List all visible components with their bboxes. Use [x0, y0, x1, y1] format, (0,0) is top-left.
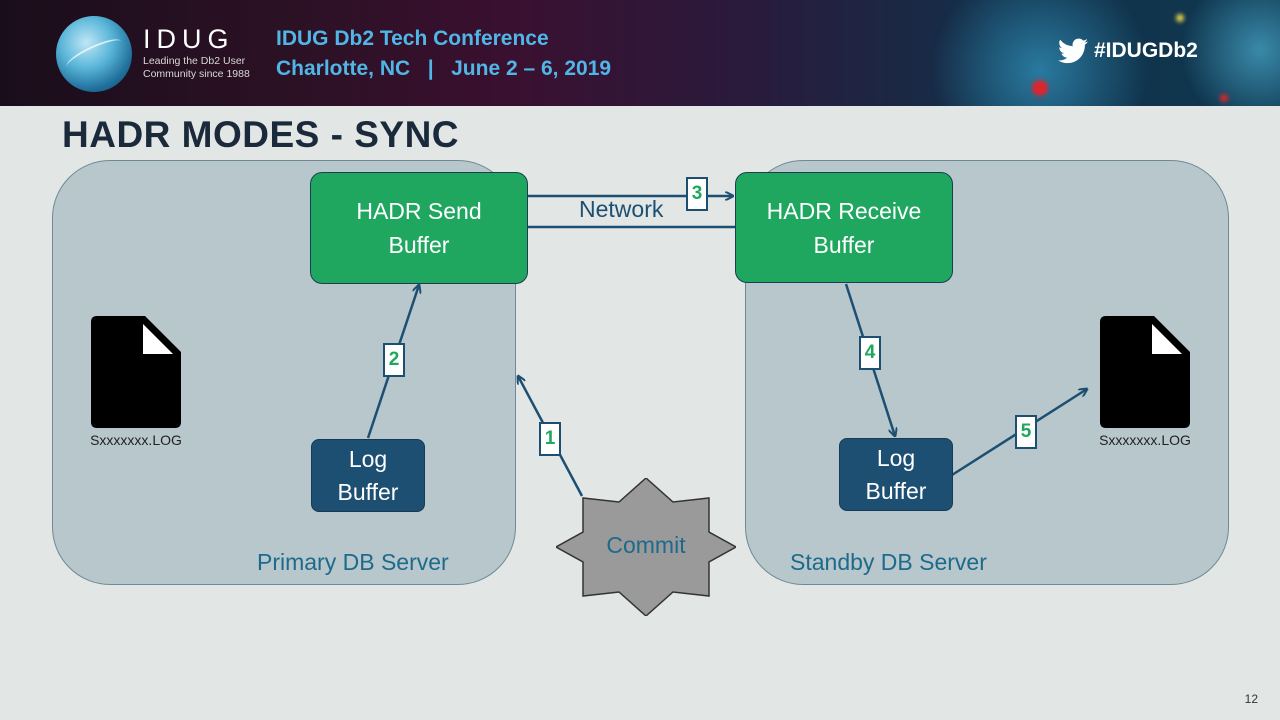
standby-log-buffer: Log Buffer: [839, 438, 953, 511]
step-marker-1: 1: [539, 422, 561, 456]
banner-red-dot: [1220, 94, 1228, 102]
primary-log-file-icon: [91, 316, 181, 428]
standby-log-file-icon: [1100, 316, 1190, 428]
idug-globe-logo: [56, 16, 132, 92]
hashtag: #IDUGDb2: [1094, 39, 1198, 62]
tagline-line-1: Leading the Db2 User: [143, 55, 246, 67]
receive-buffer-line-1: HADR Receive: [766, 197, 922, 224]
banner-red-dot: [1032, 80, 1048, 96]
page-number: 12: [1244, 692, 1258, 706]
conference-dates: June 2 – 6, 2019: [451, 57, 612, 80]
twitter-bird-icon: [1058, 38, 1088, 64]
primary-log-buffer: Log Buffer: [311, 439, 425, 512]
conference-location: Charlotte, NC: [276, 57, 411, 80]
log-buffer-line-1: Log: [348, 445, 388, 472]
step-marker-5: 5: [1015, 415, 1037, 449]
conference-separator: |: [427, 57, 434, 80]
send-buffer-line-1: HADR Send: [356, 198, 482, 224]
primary-log-file-name: Sxxxxxxx.LOG: [90, 432, 182, 448]
step-marker-3: 3: [686, 177, 708, 211]
commit-star-shape: [556, 478, 736, 616]
standby-server-label: Standby DB Server: [790, 549, 987, 575]
standby-log-file-name: Sxxxxxxx.LOG: [1099, 432, 1191, 448]
banner-glow: [1180, 0, 1280, 106]
conference-title: IDUG Db2 Tech Conference: [276, 27, 549, 50]
commit-label: Commit: [606, 532, 686, 558]
step-marker-2: 2: [383, 343, 405, 377]
receive-buffer-line-2: Buffer: [813, 231, 875, 258]
hadr-receive-buffer: HADR Receive Buffer: [735, 172, 953, 283]
log-buffer-line-2: Buffer: [337, 478, 399, 505]
network-label: Network: [579, 196, 664, 222]
conference-subtitle: Charlotte, NC | June 2 – 6, 2019: [276, 57, 611, 81]
primary-server-label: Primary DB Server: [257, 549, 449, 575]
log-buffer-line-1: Log: [876, 444, 916, 471]
step-marker-4: 4: [859, 336, 881, 370]
send-buffer-line-2: Buffer: [388, 232, 450, 258]
tagline-line-2: Community since 1988: [143, 68, 250, 80]
banner-yellow-dot: [1176, 14, 1184, 22]
conference-banner: IDUG Leading the Db2 User Community sinc…: [0, 0, 1280, 106]
idug-tagline: Leading the Db2 User Community since 198…: [143, 55, 253, 81]
idug-logo-word: IDUG: [143, 24, 235, 54]
log-buffer-line-2: Buffer: [865, 477, 927, 504]
slide-title: HADR MODES - SYNC: [62, 114, 460, 155]
hadr-send-buffer: HADR Send Buffer: [310, 172, 528, 284]
